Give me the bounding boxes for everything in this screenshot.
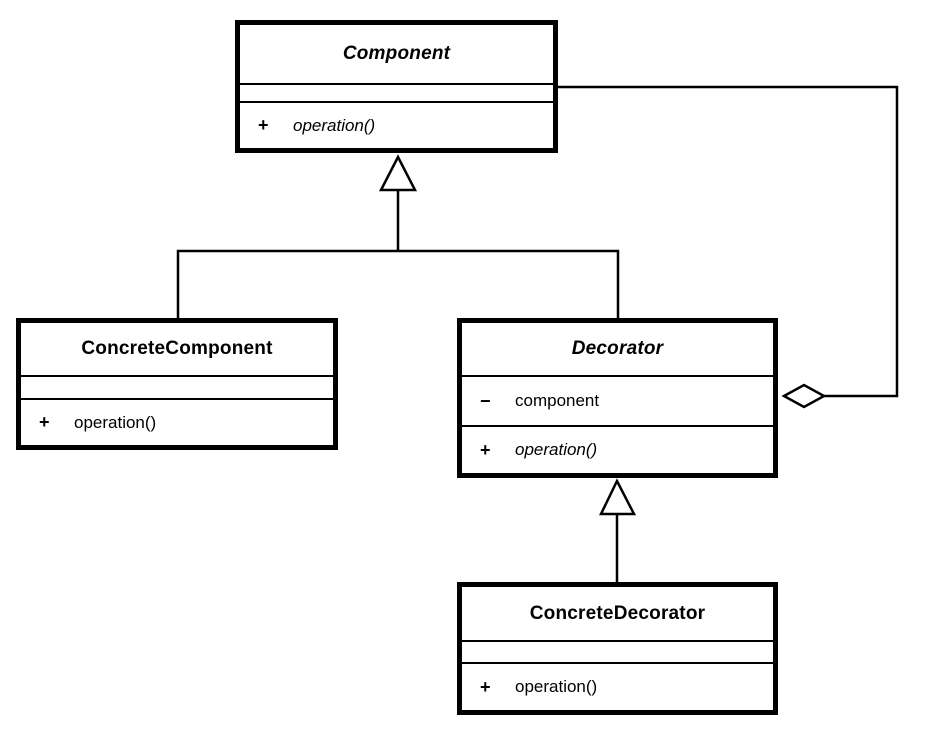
operation-row: + operation() [240,115,553,136]
attribute-row: − component [462,391,773,412]
class-component-name: Component [342,43,451,64]
operation-signature: operation() [74,412,157,432]
visibility-public-icon: + [480,439,491,460]
class-concrete-decorator-attributes [462,640,773,662]
visibility-public-icon: + [258,115,269,135]
class-concrete-decorator: ConcreteDecorator + operation() [457,582,778,715]
operation-row: + operation() [21,412,333,433]
class-concrete-decorator-name: ConcreteDecorator [529,602,706,624]
operation-row: + operation() [462,677,773,698]
class-component-attributes [240,83,553,101]
class-concrete-component-operations: + operation() [21,398,333,445]
generalization-arrowhead-icon [599,478,637,516]
class-concrete-component-name: ConcreteComponent [81,338,273,359]
class-concrete-decorator-operations: + operation() [462,662,773,710]
generalization-to-decorator [599,478,637,582]
operation-signature: operation() [515,677,598,696]
class-decorator-attributes: − component [462,375,773,425]
class-concrete-component-attributes [21,375,333,398]
class-decorator-operations: + operation() [462,425,773,473]
visibility-public-icon: + [480,676,491,697]
class-decorator: Decorator − component + operation() [457,318,778,478]
visibility-public-icon: + [39,412,50,432]
aggregation-decorator-owns-component [558,85,899,409]
aggregation-diamond-icon [781,383,827,409]
class-component: Component + operation() [235,20,558,153]
operation-signature: operation() [293,115,376,135]
class-decorator-name: Decorator [571,338,664,359]
operation-row: + operation() [462,440,773,461]
visibility-private-icon: − [480,390,491,411]
class-concrete-component: ConcreteComponent + operation() [16,318,338,450]
generalization-to-component [176,154,620,318]
class-component-operations: + operation() [240,101,553,148]
operation-signature: operation() [515,440,598,459]
attribute-name: component [515,391,600,410]
generalization-arrowhead-icon [378,154,418,192]
